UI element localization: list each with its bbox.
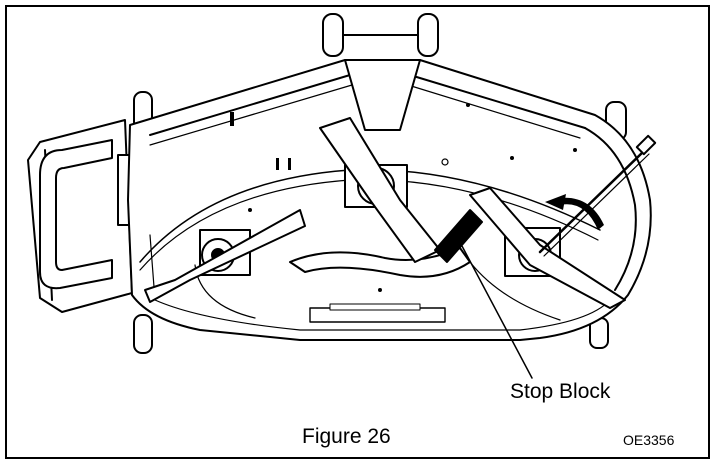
- blades: [144, 117, 626, 309]
- rotation-arrow: [545, 194, 604, 230]
- figure-frame: [5, 5, 710, 459]
- stop-block-label: Stop Block: [510, 380, 611, 403]
- figure-caption: Figure 26: [302, 425, 391, 448]
- stop-block: [434, 209, 483, 263]
- discharge-chute: [27, 119, 133, 313]
- stop-block-leader: [461, 245, 533, 379]
- breaker-bar: [538, 134, 657, 257]
- figure-code: OE3356: [623, 432, 675, 448]
